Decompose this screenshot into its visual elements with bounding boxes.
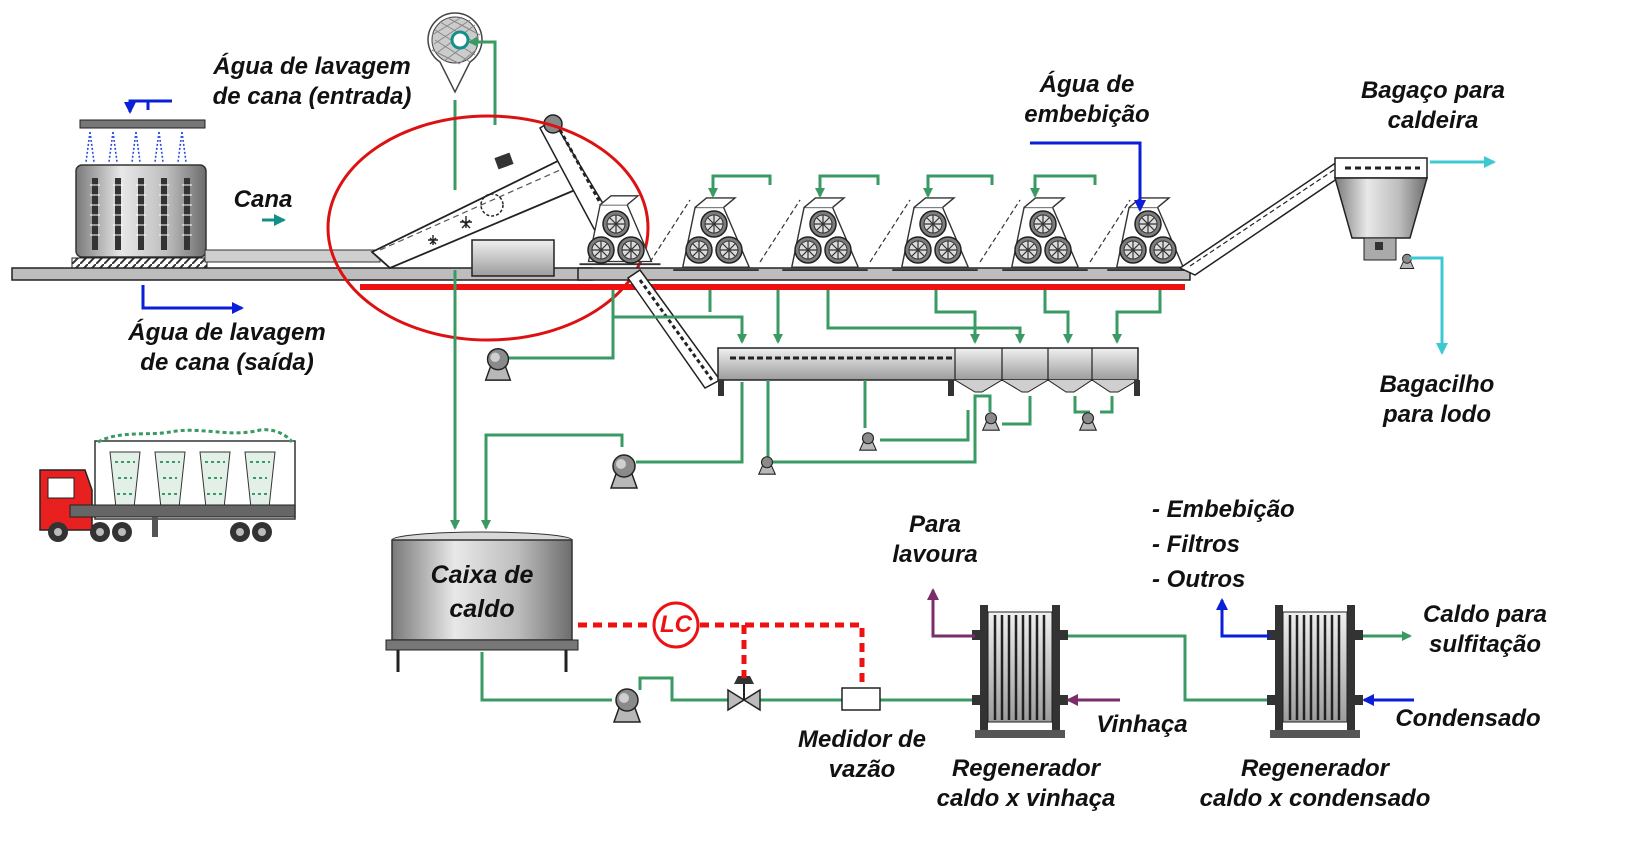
juice-screen xyxy=(718,348,1140,396)
sprinkler-icon xyxy=(86,132,186,162)
valve-icon xyxy=(728,676,760,710)
label-condensado: Condensado xyxy=(1380,704,1556,734)
heat-exchanger-icon xyxy=(1267,605,1363,738)
bagasse-hopper xyxy=(1335,158,1427,269)
flow-meter xyxy=(842,688,880,710)
label-destinos-condensado: - Embebição- Filtros- Outros xyxy=(1152,492,1322,597)
label-lc: LC xyxy=(652,609,700,641)
truck-icon xyxy=(40,430,295,542)
label-cana: Cana xyxy=(228,185,298,215)
label-vinhaca: Vinhaça xyxy=(1086,710,1198,740)
mill-roller-icon xyxy=(580,196,1193,270)
magnet-separator xyxy=(428,13,482,92)
pump-icon xyxy=(486,349,511,380)
heat-exchanger-icon xyxy=(972,605,1068,738)
pump-icon xyxy=(614,689,640,722)
pump-icon xyxy=(611,455,637,488)
washing-tower xyxy=(72,120,207,268)
